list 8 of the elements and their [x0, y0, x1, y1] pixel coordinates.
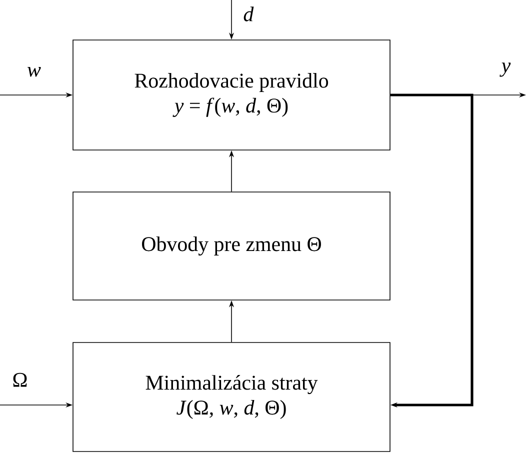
process-box: Minimalizácia straty J(Ω, w, d, Θ) — [72, 342, 390, 452]
edge-label: w — [28, 66, 41, 77]
process-box: Rozhodovacie pravidlo y = f(w, d, Θ) — [72, 40, 390, 150]
arrow — [390, 94, 474, 408]
edge-label: y — [500, 62, 511, 77]
process-box: Obvody pre zmenu Θ — [72, 192, 390, 300]
edge-label: Ω — [13, 372, 27, 387]
edge-label: d — [244, 6, 254, 22]
